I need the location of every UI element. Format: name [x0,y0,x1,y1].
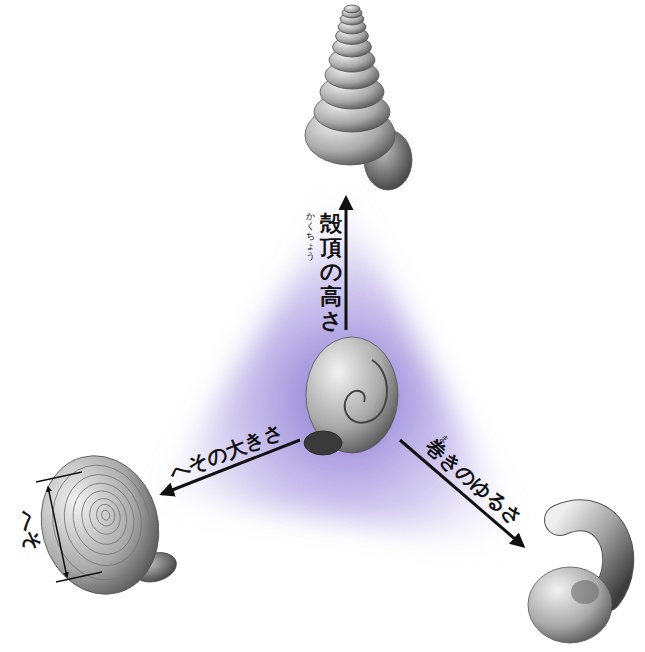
dimension-label: へそ [16,508,44,551]
loose-coil-shell [528,515,618,643]
wide-umbilicus-shell [26,441,180,608]
axis-label: 巻きのゆるさ [422,435,526,529]
umbilicus-dimension [36,472,102,582]
axis-label: へその大きさ [166,421,285,483]
axis-arrows [162,198,523,546]
tall-spire-shell [305,5,412,190]
furigana: かくちょう [306,212,315,261]
axis-label: 殻頂の高さ [320,212,342,333]
glow-triangle [160,195,525,548]
center-shell [304,337,398,455]
